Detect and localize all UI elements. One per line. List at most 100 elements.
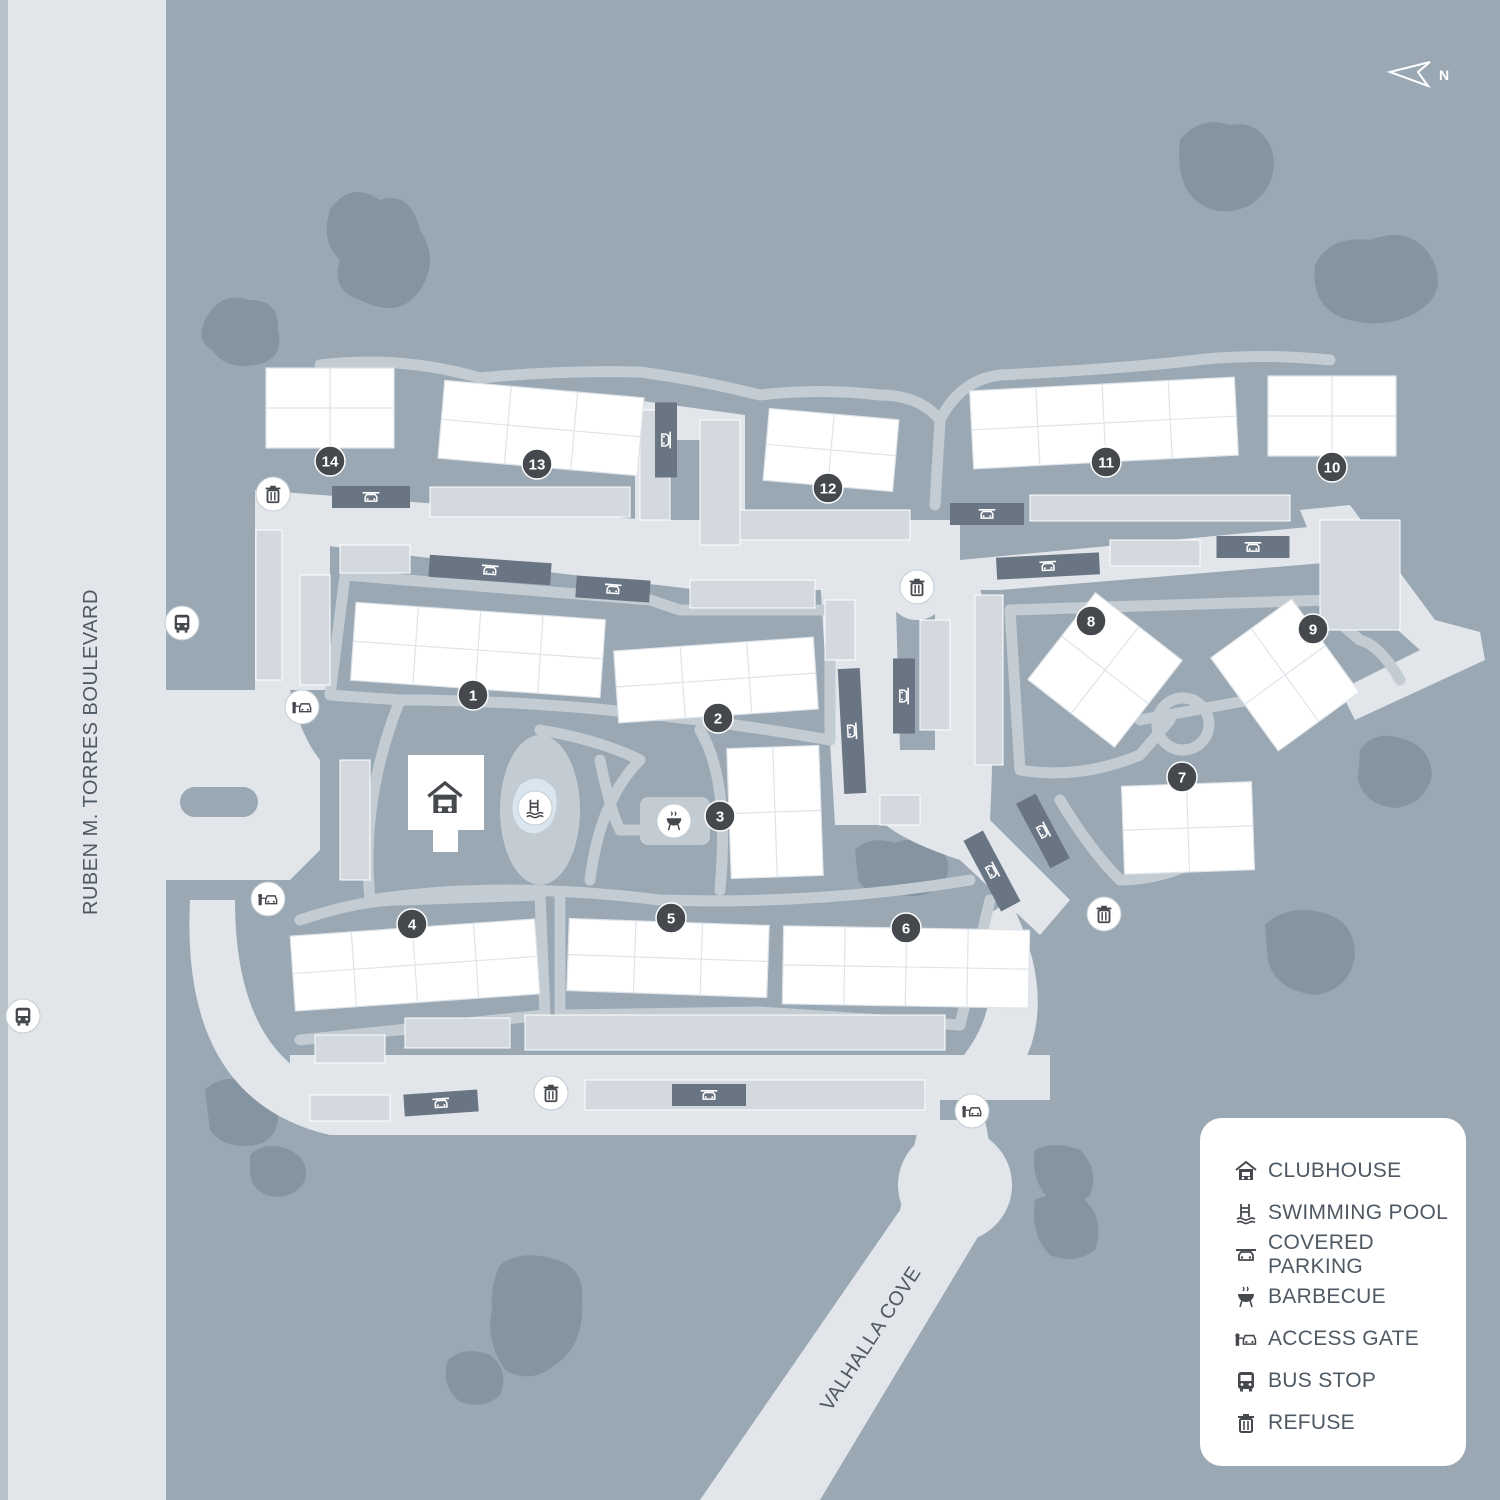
building-number-badge: 4 [396, 908, 428, 940]
building-number: 7 [1178, 770, 1186, 787]
legend-item: CLUBHOUSE [1234, 1150, 1466, 1192]
covered-parking [963, 830, 1021, 912]
building-number-badge: 2 [702, 702, 734, 734]
bus-stop-icon [164, 605, 200, 641]
building [1120, 781, 1256, 875]
covered-parking [403, 1089, 479, 1117]
building-number: 2 [714, 711, 722, 728]
covered-parking [332, 486, 410, 508]
building-number: 13 [529, 457, 546, 474]
building [613, 636, 819, 724]
tree [490, 1255, 583, 1377]
covered-parking [1016, 793, 1070, 869]
barbecue-icon [656, 803, 692, 839]
covered-parking [655, 402, 677, 478]
legend-item: BARBECUE [1234, 1276, 1466, 1318]
building-number: 14 [322, 454, 339, 471]
refuse-icon [533, 1075, 569, 1111]
building [1209, 598, 1361, 752]
swimming-pool-icon [1234, 1201, 1258, 1225]
building-number: 6 [902, 921, 910, 938]
covered-parking [575, 575, 651, 603]
legend-label: SWIMMING POOL [1268, 1201, 1449, 1224]
legend-item: BUS STOP [1234, 1360, 1466, 1402]
building-number: 1 [469, 688, 477, 705]
covered-parking-icon [1234, 1243, 1258, 1267]
building-number: 10 [1324, 460, 1341, 477]
tree [445, 1351, 504, 1405]
covered-parking [1216, 536, 1290, 558]
legend-label: REFUSE [1268, 1411, 1355, 1434]
tree [326, 192, 430, 308]
building-number: 5 [667, 911, 675, 928]
barbecue-icon [1234, 1285, 1258, 1309]
legend: CLUBHOUSE SWIMMING POOL COVERED PARKING … [1200, 1118, 1466, 1466]
clubhouse-building [408, 755, 484, 852]
legend-label: COVERED PARKING [1268, 1231, 1374, 1278]
access-gate-icon [954, 1093, 990, 1129]
tree [1358, 735, 1432, 808]
covered-parking [428, 554, 552, 586]
compass-label: N [1439, 67, 1449, 83]
covered-parking [950, 503, 1024, 525]
refuse-icon [255, 476, 291, 512]
tree [1179, 122, 1274, 212]
tree [201, 297, 280, 366]
building-number-badge: 14 [314, 445, 346, 477]
building-number-badge: 3 [704, 800, 736, 832]
refuse-icon [899, 569, 935, 605]
street-label-west: RUBEN M. TORRES BOULEVARD [80, 589, 102, 915]
building-number-badge: 6 [890, 912, 922, 944]
refuse-icon [1234, 1411, 1258, 1435]
building-number-badge: 11 [1090, 446, 1122, 478]
bus-stop-icon [5, 998, 41, 1034]
tree [1265, 910, 1355, 995]
building [265, 367, 395, 449]
covered-parking [893, 658, 915, 734]
roundabout [1151, 692, 1215, 756]
legend-item: ACCESS GATE [1234, 1318, 1466, 1360]
building-number-badge: 9 [1297, 613, 1329, 645]
covered-parking [837, 668, 867, 794]
access-gate-icon [250, 881, 286, 917]
parking-stalls [255, 409, 1401, 1122]
tree [1034, 1195, 1099, 1259]
building [726, 744, 824, 880]
covered-parking [672, 1084, 746, 1106]
legend-label: BARBECUE [1268, 1285, 1386, 1308]
buildings [265, 367, 1397, 1012]
covered-parking-group [332, 402, 1290, 1117]
building [1267, 375, 1397, 457]
swimming-pool-icon [517, 790, 553, 826]
legend-item: REFUSE [1234, 1402, 1466, 1444]
building-number-badge: 13 [521, 448, 553, 480]
building-number: 11 [1098, 455, 1114, 472]
building-number-badge: 10 [1316, 451, 1348, 483]
tree [250, 1146, 306, 1197]
building-number-badge: 7 [1166, 761, 1198, 793]
tree [1314, 235, 1438, 324]
legend-label: ACCESS GATE [1268, 1327, 1420, 1350]
legend-label: CLUBHOUSE [1268, 1159, 1402, 1182]
building-number: 4 [408, 917, 417, 934]
covered-parking [995, 552, 1101, 580]
tree [1034, 1145, 1094, 1204]
building-number: 12 [820, 481, 837, 498]
legend-item: COVERED PARKING [1234, 1231, 1466, 1278]
markers [5, 476, 1122, 1129]
building-number-badge: 1 [457, 679, 489, 711]
boulevard-shoulder [0, 0, 8, 1500]
refuse-icon [1086, 896, 1122, 932]
building-number-badge: 5 [655, 902, 687, 934]
building [349, 601, 607, 699]
boulevard [8, 0, 166, 1500]
building-number-badge: 8 [1075, 605, 1107, 637]
building [289, 918, 541, 1012]
building-number-badge: 12 [812, 472, 844, 504]
building [437, 379, 645, 477]
legend-item: SWIMMING POOL [1234, 1192, 1466, 1234]
building [1026, 591, 1184, 749]
building-number: 3 [716, 809, 724, 826]
bus-stop-icon [1234, 1369, 1258, 1393]
